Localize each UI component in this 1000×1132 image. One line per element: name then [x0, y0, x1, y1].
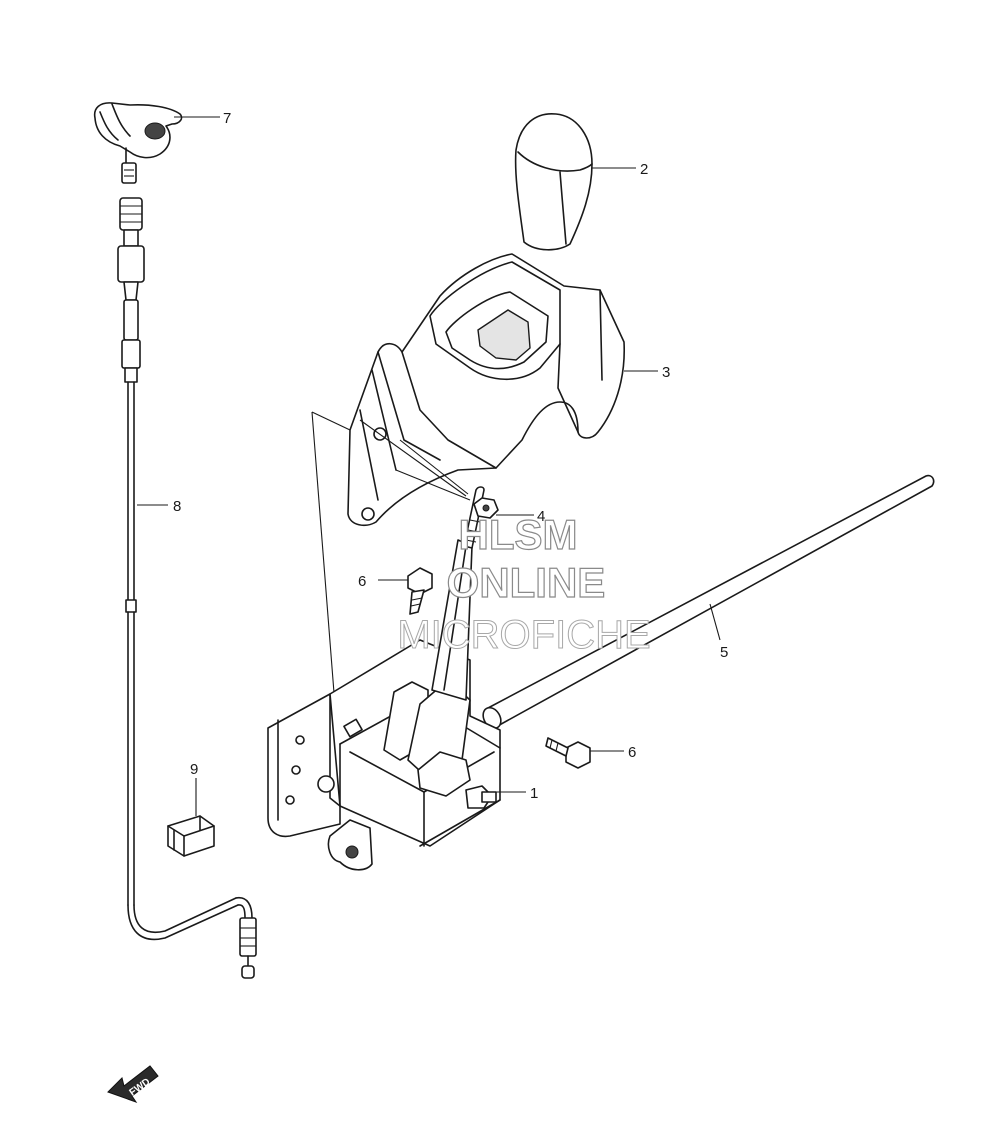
callout-8: 8: [173, 498, 181, 515]
watermark-line-2: ONLINE: [447, 559, 606, 606]
part-8-cable: [117, 197, 257, 979]
callout-4: 4: [537, 508, 545, 525]
assembly-guide-lines: [311, 411, 471, 745]
watermark-line-3: MICROFICHE: [397, 613, 650, 657]
part-6-bolt-lower: [545, 737, 591, 769]
callout-3: 3: [662, 364, 670, 381]
callout-9: 9: [190, 761, 198, 778]
callout-1: 1: [530, 785, 538, 802]
callout-7: 7: [223, 110, 231, 127]
callout-2: 2: [640, 161, 648, 178]
part-4-nut: [473, 497, 499, 519]
fwd-arrow-badge: FWD: [107, 1065, 159, 1103]
part-6-bolt-upper: [407, 567, 433, 615]
callout-5: 5: [720, 644, 728, 661]
watermark-line-1: HLSM: [459, 511, 578, 558]
part-3-cover: [347, 253, 625, 527]
part-9-clip: [167, 815, 215, 857]
watermark: HLSM ONLINE MICROFICHE: [397, 510, 651, 657]
part-7-switch-head: [93, 102, 183, 184]
callout-6-upper: 6: [358, 573, 366, 590]
part-2-knob: [514, 113, 593, 251]
part-1-lever-base: [267, 486, 501, 871]
part-5-rod: [482, 474, 935, 730]
callout-leaders: [137, 116, 721, 816]
callout-labels: 1 2 3 4 5 6 6 7 8 9: [173, 110, 728, 802]
callout-6-lower: 6: [628, 744, 636, 761]
